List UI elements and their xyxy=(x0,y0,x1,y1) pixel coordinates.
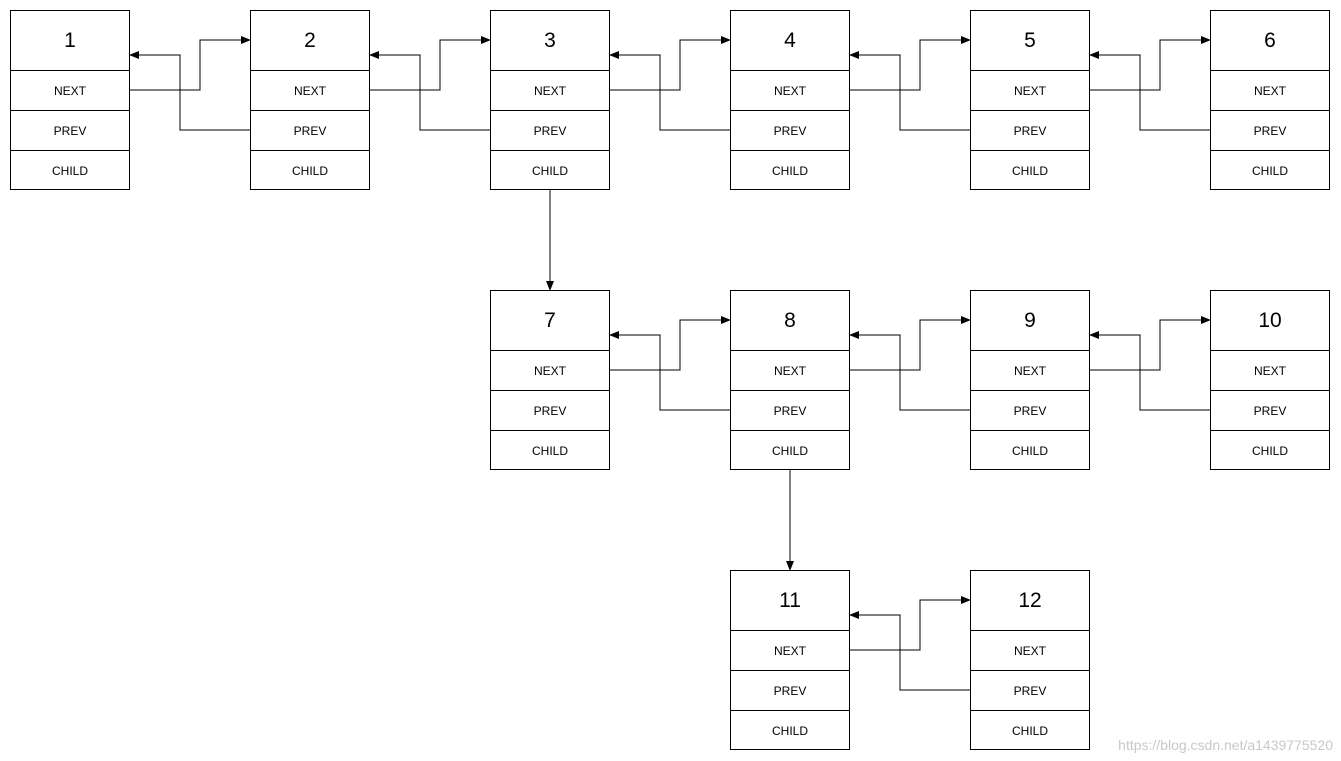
next-pointer-arrow xyxy=(850,316,971,371)
prev-pointer-arrow xyxy=(1089,331,1210,411)
node-5: 5 NEXT PREV CHILD xyxy=(970,10,1090,190)
child-field: CHILD xyxy=(11,150,129,190)
prev-field: PREV xyxy=(491,390,609,430)
node-11: 11 NEXT PREV CHILD xyxy=(730,570,850,750)
node-value: 4 xyxy=(731,11,849,71)
child-field: CHILD xyxy=(731,710,849,750)
child-field: CHILD xyxy=(1211,430,1329,470)
child-field: CHILD xyxy=(731,150,849,190)
watermark: https://blog.csdn.net/a1439775520 xyxy=(1118,737,1333,753)
prev-field: PREV xyxy=(731,110,849,150)
prev-pointer-arrow xyxy=(609,51,730,131)
prev-field: PREV xyxy=(251,110,369,150)
child-field: CHILD xyxy=(491,430,609,470)
node-2: 2 NEXT PREV CHILD xyxy=(250,10,370,190)
child-field: CHILD xyxy=(971,150,1089,190)
node-10: 10 NEXT PREV CHILD xyxy=(1210,290,1330,470)
node-9: 9 NEXT PREV CHILD xyxy=(970,290,1090,470)
prev-field: PREV xyxy=(971,670,1089,710)
next-field: NEXT xyxy=(773,83,806,98)
next-field: NEXT xyxy=(533,83,566,98)
node-value: 2 xyxy=(251,11,369,71)
prev-field: PREV xyxy=(1211,110,1329,150)
node-3: 3 NEXT PREV CHILD xyxy=(490,10,610,190)
prev-pointer-arrow xyxy=(609,331,730,411)
node-value: 7 xyxy=(491,291,609,351)
next-field: NEXT xyxy=(1013,83,1046,98)
next-pointer-arrow xyxy=(130,36,251,91)
child-field: CHILD xyxy=(971,430,1089,470)
prev-field: PREV xyxy=(1211,390,1329,430)
prev-field: PREV xyxy=(731,670,849,710)
child-field: CHILD xyxy=(251,150,369,190)
child-field: CHILD xyxy=(1211,150,1329,190)
node-value: 1 xyxy=(11,11,129,71)
node-value: 11 xyxy=(731,571,849,631)
prev-pointer-arrow xyxy=(849,331,970,411)
next-field: NEXT xyxy=(1013,363,1046,378)
node-1: 1 NEXT PREV CHILD xyxy=(10,10,130,190)
prev-pointer-arrow xyxy=(369,51,490,131)
next-field: NEXT xyxy=(53,83,86,98)
next-field: NEXT xyxy=(1253,363,1286,378)
next-pointer-arrow xyxy=(370,36,491,91)
node-8: 8 NEXT PREV CHILD xyxy=(730,290,850,470)
next-pointer-arrow xyxy=(610,36,731,91)
prev-field: PREV xyxy=(11,110,129,150)
node-value: 5 xyxy=(971,11,1089,71)
node-value: 3 xyxy=(491,11,609,71)
next-pointer-arrow xyxy=(850,596,971,651)
node-value: 10 xyxy=(1211,291,1329,351)
next-field: NEXT xyxy=(533,363,566,378)
node-value: 12 xyxy=(971,571,1089,631)
child-field: CHILD xyxy=(491,150,609,190)
next-field: NEXT xyxy=(1253,83,1286,98)
node-12: 12 NEXT PREV CHILD xyxy=(970,570,1090,750)
next-pointer-arrow xyxy=(610,316,731,371)
next-pointer-arrow xyxy=(850,36,971,91)
next-field: NEXT xyxy=(1013,643,1046,658)
node-value: 8 xyxy=(731,291,849,351)
node-7: 7 NEXT PREV CHILD xyxy=(490,290,610,470)
node-4: 4 NEXT PREV CHILD xyxy=(730,10,850,190)
prev-pointer-arrow xyxy=(1089,51,1210,131)
prev-field: PREV xyxy=(971,110,1089,150)
child-field: CHILD xyxy=(731,430,849,470)
next-field: NEXT xyxy=(773,363,806,378)
prev-field: PREV xyxy=(971,390,1089,430)
prev-pointer-arrow xyxy=(129,51,250,131)
child-field: CHILD xyxy=(971,710,1089,750)
prev-field: PREV xyxy=(491,110,609,150)
next-field: NEXT xyxy=(293,83,326,98)
node-6: 6 NEXT PREV CHILD xyxy=(1210,10,1330,190)
prev-pointer-arrow xyxy=(849,51,970,131)
node-value: 9 xyxy=(971,291,1089,351)
next-pointer-arrow xyxy=(1090,36,1211,91)
prev-pointer-arrow xyxy=(849,611,970,691)
next-field: NEXT xyxy=(773,643,806,658)
prev-field: PREV xyxy=(731,390,849,430)
next-pointer-arrow xyxy=(1090,316,1211,371)
node-value: 6 xyxy=(1211,11,1329,71)
